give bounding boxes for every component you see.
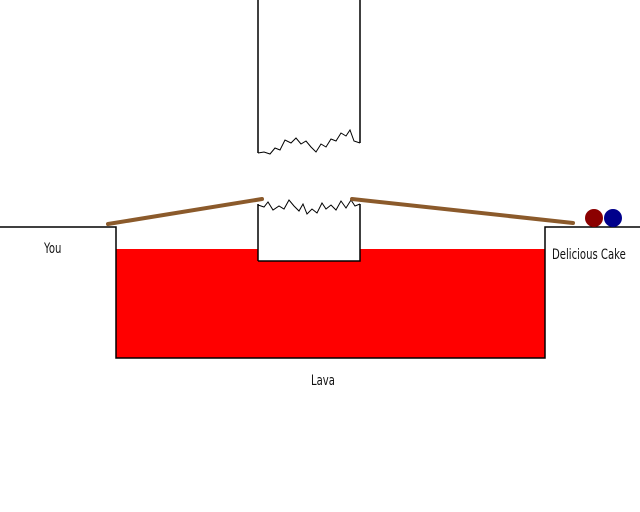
ground-outline [0,226,640,359]
pillar-top-broken-edge [257,128,361,155]
pillar-top [258,0,360,152]
lava-label: Lava [311,373,335,389]
pillar-base-outline [257,204,361,262]
left-plank [106,197,264,226]
pillar-base [258,204,360,261]
lava-pool [116,249,545,358]
cake-label: Delicious Cake [552,247,626,263]
pillar-base-broken-edge [257,199,361,215]
pillar-top-outline [257,0,361,153]
cake-ball-blue [604,209,622,227]
right-plank [350,197,575,225]
cake-ball-red [585,209,603,227]
player-label: You [44,241,62,257]
